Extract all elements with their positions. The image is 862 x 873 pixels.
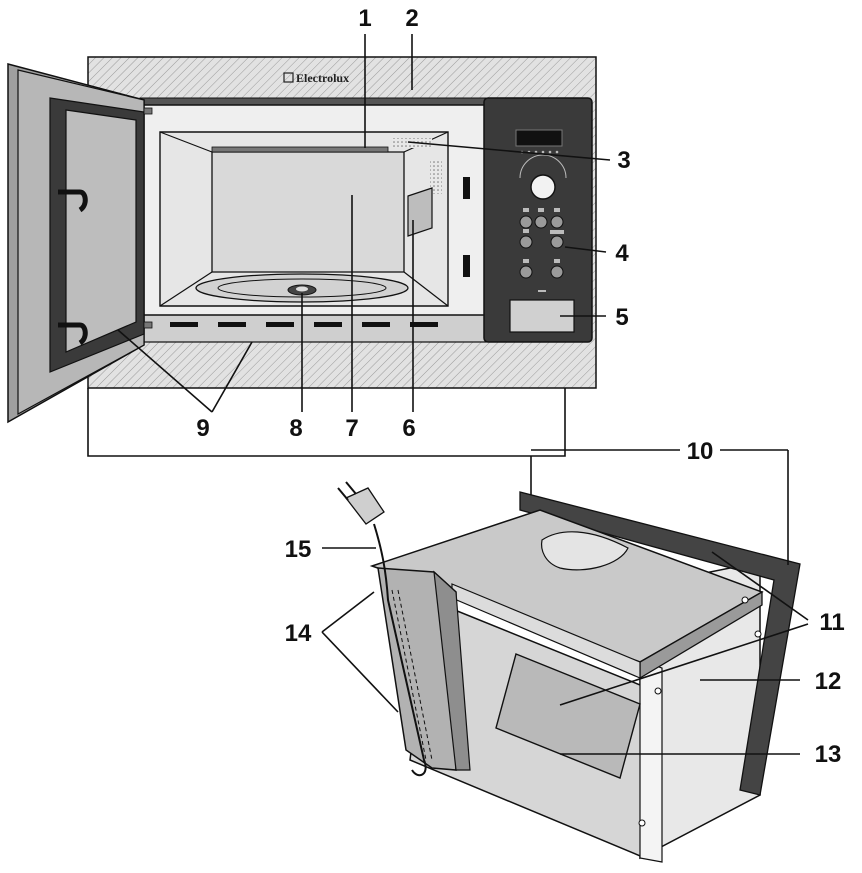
brand-name: Electrolux <box>296 71 349 85</box>
top-cover-handle-slot <box>540 531 629 571</box>
cavity-light-strip <box>211 146 389 153</box>
door-hinge-lower <box>58 322 88 346</box>
callout-1: 1 <box>358 5 371 32</box>
control-buttons <box>519 215 564 279</box>
leader-lines <box>117 34 809 755</box>
door-window <box>65 109 137 353</box>
callout-5: 5 <box>615 304 628 331</box>
power-cord <box>337 481 427 777</box>
vent-slots <box>170 322 438 327</box>
side-panel-left <box>377 567 471 771</box>
mains-plug <box>344 487 385 525</box>
callout-2: 2 <box>405 5 418 32</box>
oven-door <box>7 63 145 424</box>
callout-11: 11 <box>819 609 844 636</box>
callout-3: 3 <box>617 147 630 174</box>
callout-12: 12 <box>815 668 842 695</box>
callout-14: 14 <box>285 620 312 647</box>
frame-back-trim <box>519 491 801 796</box>
callout-10: 10 <box>687 438 714 465</box>
brand-logo: Electrolux <box>283 71 349 85</box>
frame-screws <box>638 596 762 827</box>
callout-8: 8 <box>289 415 302 442</box>
callout-9: 9 <box>196 415 209 442</box>
frame-top-cover <box>369 509 764 680</box>
waveguide-cover <box>407 187 433 237</box>
callout-15: 15 <box>285 536 312 563</box>
control-dial-knob <box>519 154 567 200</box>
door-hinge-upper <box>58 189 88 213</box>
front-flap <box>495 653 641 779</box>
door-latch-slot-lower <box>463 255 470 277</box>
door-latch-slot-upper <box>463 177 470 199</box>
button-icons <box>523 208 564 292</box>
callout-6: 6 <box>402 415 415 442</box>
callout-13: 13 <box>815 741 842 768</box>
control-panel <box>483 97 593 343</box>
callout-4: 4 <box>615 240 629 267</box>
callout-7: 7 <box>345 415 358 442</box>
oven-cavity <box>159 131 449 307</box>
bottom-vent-strip <box>139 313 487 343</box>
display-window <box>515 129 563 147</box>
connector-bracket-top <box>87 388 566 457</box>
